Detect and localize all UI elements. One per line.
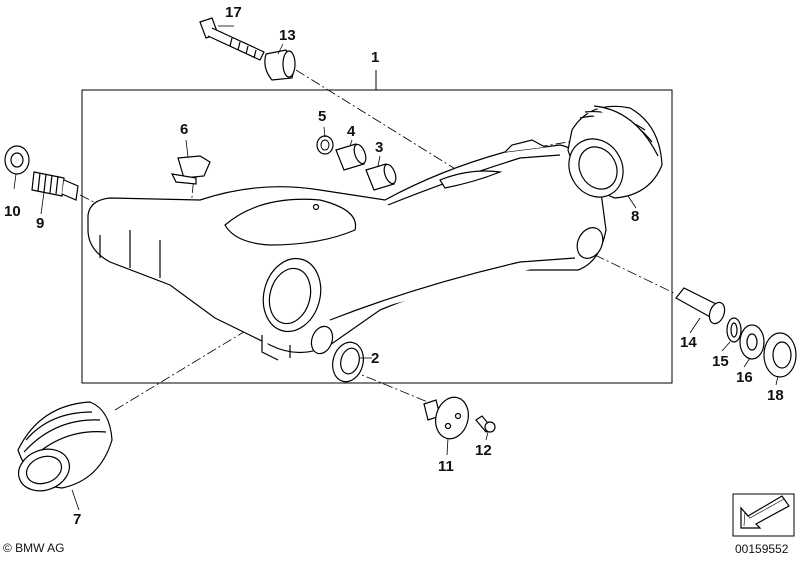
copyright-label: © BMW AG <box>3 541 65 555</box>
callout-17: 17 <box>225 4 242 21</box>
callout-8: 8 <box>631 208 640 225</box>
part-5-washer <box>316 135 334 155</box>
callout-7: 7 <box>73 511 82 528</box>
callout-18: 18 <box>767 387 784 404</box>
part-11-flange <box>423 396 469 440</box>
assembly-frame <box>81 89 673 384</box>
part-15-ring <box>726 317 742 343</box>
part-2-bearing <box>332 341 364 383</box>
callout-9: 9 <box>36 215 45 232</box>
part-14-pin <box>675 287 726 325</box>
axis-line-right-pin <box>594 254 677 295</box>
swing-arm <box>87 139 607 361</box>
callout-15: 15 <box>712 353 729 370</box>
part-16-washer <box>739 324 765 360</box>
part-7-rubber-boot <box>17 401 113 492</box>
part-12-screw <box>475 415 496 433</box>
part-6-clip <box>170 155 211 185</box>
callout-14: 14 <box>680 334 697 351</box>
part-number-label: 00159552 <box>735 542 789 556</box>
callout-11: 11 <box>438 458 454 475</box>
axis-lines <box>79 69 677 411</box>
axis-line-flange <box>349 369 436 406</box>
callout-1: 1 <box>371 49 380 66</box>
callout-12: 12 <box>475 442 492 459</box>
callout-6: 6 <box>180 121 189 138</box>
callout-5: 5 <box>318 108 327 125</box>
callout-2: 2 <box>371 350 380 367</box>
part-3-bushing <box>365 163 397 191</box>
callout-3: 3 <box>375 139 384 156</box>
part-9-threaded-pin <box>31 171 79 201</box>
callout-13: 13 <box>279 27 296 44</box>
axis-line-boot <box>114 309 281 411</box>
part-10-washer <box>4 145 30 175</box>
part-4-spacer <box>335 143 367 171</box>
callout-10: 10 <box>4 203 21 220</box>
part-13-sleeve <box>264 49 296 81</box>
leader-lines <box>13 25 779 511</box>
orientation-arrow-icon <box>732 493 795 537</box>
axis-line-bolt <box>295 69 466 176</box>
callout-16: 16 <box>736 369 753 386</box>
part-18-cap <box>763 332 797 378</box>
part-17-bolt <box>199 17 265 61</box>
callout-4: 4 <box>347 123 356 140</box>
part-8-bellows <box>567 105 663 199</box>
